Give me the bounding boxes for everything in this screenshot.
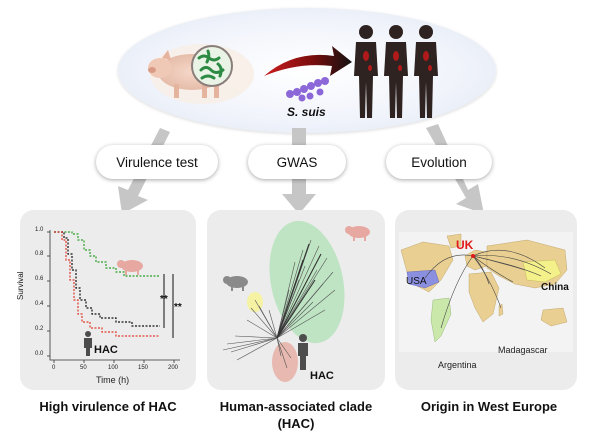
caption-origin-text: Origin in West Europe <box>420 399 558 414</box>
bacteria-chain-icon <box>286 77 329 102</box>
caption-virulence-text: High virulence of HAC <box>39 399 177 414</box>
human-figures-icon <box>354 25 438 118</box>
x-tick-2: 100 <box>108 365 119 371</box>
x-tick-0: 0 <box>52 365 56 371</box>
caption-origin: Origin in West Europe <box>394 398 584 415</box>
hac-clade-label: HAC <box>310 370 334 382</box>
x-tick-4: 200 <box>168 365 179 371</box>
y-axis-label: Survival <box>16 271 25 300</box>
map-label-madagascar: Madagascar <box>498 345 548 355</box>
step-evolution-label: Evolution <box>411 154 467 170</box>
transmission-arrow <box>264 46 352 76</box>
hac-group-label: HAC <box>94 344 118 356</box>
significance-1: ** <box>160 294 168 305</box>
y-tick-0: 0.0 <box>35 351 44 357</box>
caption-virulence: High virulence of HAC <box>12 398 204 415</box>
map-label-uk: UK <box>456 238 474 252</box>
map-label-china: China <box>541 282 569 293</box>
step-gwas: GWAS <box>248 145 346 179</box>
human-icon-tree <box>298 334 308 370</box>
step-virulence-test: Virulence test <box>96 145 218 179</box>
human-icon <box>84 331 92 356</box>
step-evolution: Evolution <box>386 145 492 179</box>
x-tick-1: 50 <box>80 365 87 371</box>
significance-2: ** <box>174 302 182 313</box>
caption-hac: Human-associated clade (HAC) <box>200 398 392 432</box>
map-label-argentina: Argentina <box>438 360 477 370</box>
y-tick-4: 0.8 <box>35 251 44 257</box>
world-map <box>399 232 573 352</box>
y-tick-1: 0.2 <box>35 326 44 332</box>
x-tick-3: 150 <box>138 365 149 371</box>
y-tick-3: 0.6 <box>35 276 44 282</box>
phylogenetic-tree <box>222 220 370 382</box>
y-tick-5: 1.0 <box>35 227 44 233</box>
caption-hac-line2: (HAC) <box>277 416 315 431</box>
boar-icon <box>223 276 248 291</box>
x-axis-label: Time (h) <box>96 375 130 385</box>
map-label-usa: USA <box>406 276 427 287</box>
y-tick-2: 0.4 <box>35 301 44 307</box>
pig-icon <box>117 260 143 275</box>
caption-hac-line1: Human-associated clade <box>219 399 373 414</box>
pig-icon-top <box>345 226 370 241</box>
bacteria-magnifier-icon <box>191 45 233 87</box>
step-gwas-label: GWAS <box>276 154 318 170</box>
step-virulence-test-label: Virulence test <box>116 154 198 170</box>
species-label: S. suis <box>287 105 326 119</box>
survival-plot <box>20 210 196 390</box>
